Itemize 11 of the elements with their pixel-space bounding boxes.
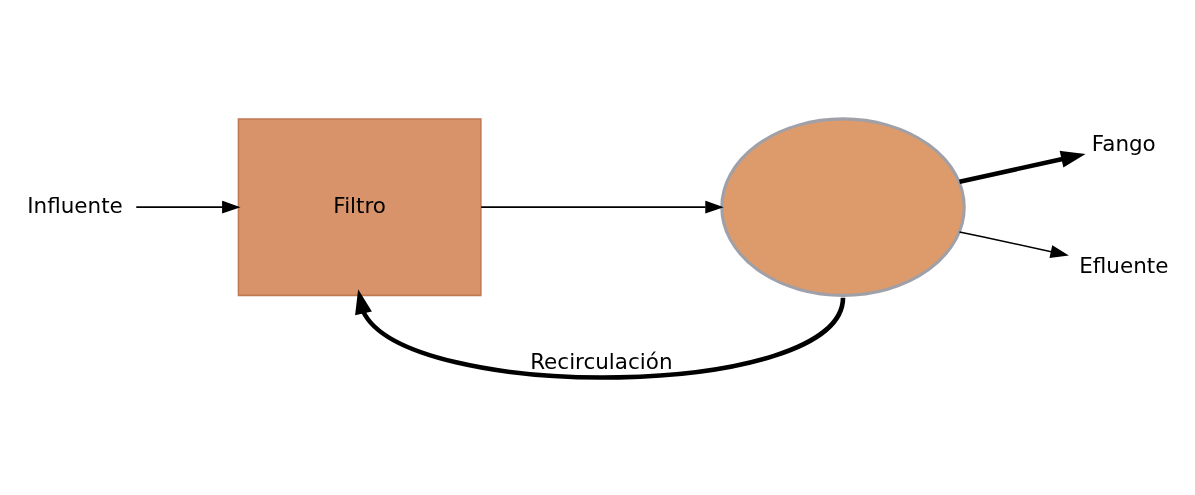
- node-text: Fango: [1091, 130, 1156, 156]
- arrow: [480, 200, 724, 214]
- node-ellipse: [720, 116, 966, 297]
- node-text: Efluente: [1079, 252, 1169, 278]
- arrow: [958, 230, 1069, 258]
- node-box: Filtro: [237, 117, 482, 296]
- arrow: [959, 150, 1086, 184]
- node-text: Influente: [27, 192, 123, 218]
- edge-label: Recirculación: [530, 348, 673, 374]
- arrow: [135, 200, 241, 214]
- arrow: [355, 288, 846, 380]
